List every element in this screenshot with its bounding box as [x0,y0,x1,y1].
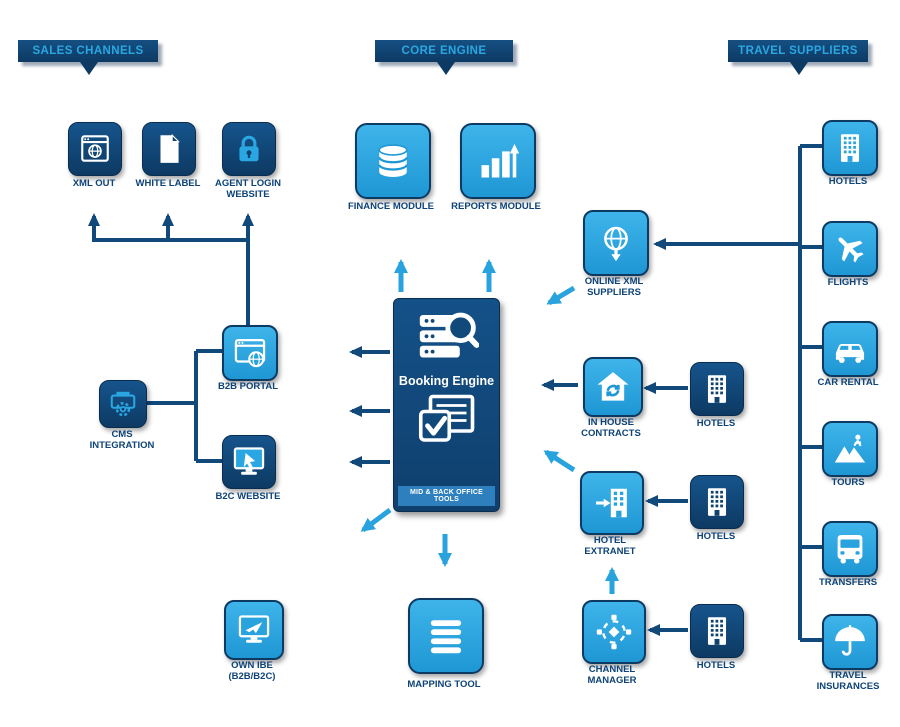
check-document-icon [417,392,477,452]
hotels-1-label: HOTELS [696,418,736,429]
online-xml-suppliers-label: ONLINE XML SUPPLIERS [584,276,644,299]
travel-suppliers-banner-label: TRAVEL SUPPLIERS [738,45,858,57]
hotels-2-icon [690,475,744,529]
hotels-1-icon [690,362,744,416]
booking-engine-footer: MID & BACK OFFICE TOOLS [398,486,495,506]
b2c-website-label: B2C WEBSITE [215,491,281,502]
online-xml-suppliers-icon [583,210,649,276]
white-label-label: WHITE LABEL [135,178,201,189]
xml-out-label: XML OUT [72,178,116,189]
travel-insurances-label: TRAVEL INSURANCES [816,670,880,693]
hotels-3-icon [690,604,744,658]
flights-label: FLIGHTS [827,277,869,288]
b2c-website-icon [222,435,276,489]
own-ibe-icon [224,600,284,660]
sales-channels-banner-label: SALES CHANNELS [32,45,144,57]
cms-integration-label: CMS INTEGRATION [89,429,155,452]
reports-module-icon [460,123,536,199]
tours-label: TOURS [831,477,865,488]
search-server-icon [415,307,479,371]
flights-plane-icon [822,221,878,277]
arrow-booking-down-left [360,507,392,533]
travel-suppliers-banner: TRAVEL SUPPLIERS [728,40,868,75]
in-house-contracts-label: IN HOUSE CONTRACTS [581,417,641,440]
finance-module-label: FINANCE MODULE [347,201,435,212]
tours-mountain-icon [822,421,878,477]
channel-manager-label: CHANNEL MANAGER [587,664,637,687]
core-engine-banner-label: CORE ENGINE [401,45,487,57]
sales-channels-banner: SALES CHANNELS [18,40,158,75]
transfers-bus-icon [822,521,878,577]
supplier-hotels-icon [822,120,878,176]
hotels-3-label: HOTELS [696,660,736,671]
arrow-onlinexml-to-booking [546,285,576,306]
dark-connectors [88,144,824,642]
agent-login-lock-icon [222,122,276,176]
core-engine-banner: CORE ENGINE [375,40,513,75]
in-house-contracts-icon [583,357,643,417]
arrow-extranet-to-booking [543,449,576,473]
finance-module-icon [355,123,431,199]
channel-manager-icon [582,600,646,664]
b2b-portal-label: B2B PORTAL [218,381,278,392]
hotel-extranet-icon [580,471,644,535]
car-rental-label: CAR RENTAL [817,377,879,388]
hotel-extranet-label: HOTEL EXTRANET [584,535,636,558]
reports-module-label: REPORTS MODULE [451,201,541,212]
light-connectors [360,259,619,594]
agent-login-label: AGENT LOGIN WEBSITE [215,178,281,201]
booking-engine-box: Booking Engine MID & BACK OFFICE TOOLS [393,298,500,512]
mapping-tool-label: MAPPING TOOL [407,679,481,690]
booking-engine-title: Booking Engine [398,374,495,388]
hotels-2-label: HOTELS [696,531,736,542]
b2b-portal-icon [222,325,278,381]
transfers-label: TRANSFERS [818,577,878,588]
own-ibe-label: OWN IBE (B2B/B2C) [228,660,276,683]
travel-insurances-umbrella-icon [822,614,878,670]
white-label-icon [142,122,196,176]
cms-integration-icon [99,380,147,428]
xml-out-icon [68,122,122,176]
car-rental-icon [822,321,878,377]
mapping-tool-icon [408,598,484,674]
supplier-hotels-label: HOTELS [828,176,868,187]
